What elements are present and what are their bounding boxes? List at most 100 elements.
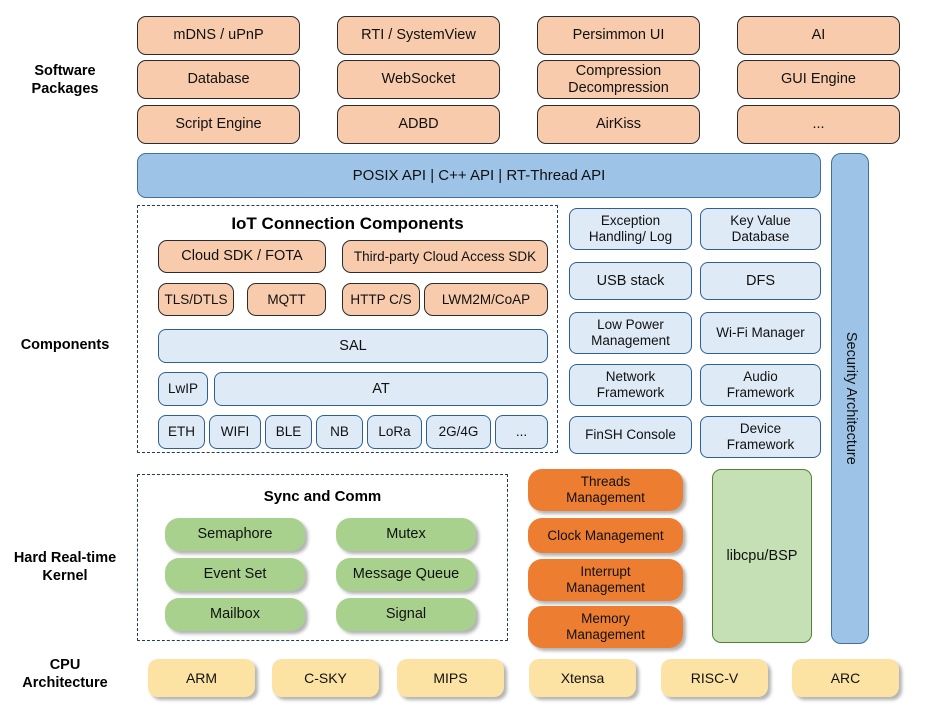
- package-persimmon-ui-label: Persimmon UI: [572, 27, 665, 44]
- component-finsh-console[interactable]: FinSH Console: [569, 416, 692, 454]
- iot-link-wifi[interactable]: WIFI: [209, 415, 261, 449]
- package-ai[interactable]: AI: [737, 16, 900, 55]
- component-exception-handling-line2: Handling/ Log: [588, 229, 673, 244]
- package-rti-systemview[interactable]: RTI / SystemView: [337, 16, 500, 55]
- component-exception-handling-line1: Exception: [600, 213, 661, 229]
- package-gui-engine-label: GUI Engine: [781, 71, 856, 88]
- kernel-threads-management[interactable]: Threads Management: [528, 469, 683, 511]
- security-architecture-bar[interactable]: Security Architecture: [831, 153, 869, 644]
- package-script-engine[interactable]: Script Engine: [137, 105, 300, 144]
- iot-link-lora[interactable]: LoRa: [367, 415, 422, 449]
- iot-at[interactable]: AT: [214, 372, 548, 406]
- iot-http-cs-label: HTTP C/S: [350, 291, 412, 307]
- kernel-event-set[interactable]: Event Set: [165, 558, 305, 591]
- iot-sal[interactable]: SAL: [158, 329, 548, 363]
- security-architecture-label: Security Architecture: [842, 332, 859, 465]
- component-key-value-database-line2: Database: [731, 229, 790, 244]
- component-exception-handling[interactable]: Exception Handling/ Log: [569, 208, 692, 250]
- iot-link-eth[interactable]: ETH: [158, 415, 205, 449]
- package-adbd[interactable]: ADBD: [337, 105, 500, 144]
- component-wifi-manager[interactable]: Wi-Fi Manager: [700, 312, 821, 354]
- cpu-arch-xtensa[interactable]: Xtensa: [529, 659, 636, 697]
- package-websocket[interactable]: WebSocket: [337, 60, 500, 99]
- iot-link-2g4g[interactable]: 2G/4G: [426, 415, 491, 449]
- iot-third-party-cloud-sdk[interactable]: Third-party Cloud Access SDK: [342, 240, 548, 273]
- package-mdns-upnp-label: mDNS / uPnP: [173, 27, 264, 44]
- kernel-threads-management-line1: Threads: [580, 474, 631, 490]
- package-more-label: ...: [812, 116, 825, 133]
- iot-mqtt[interactable]: MQTT: [247, 283, 326, 316]
- row-label-components: Components: [0, 336, 130, 354]
- kernel-semaphore[interactable]: Semaphore: [165, 518, 305, 551]
- cpu-arch-mips[interactable]: MIPS: [397, 659, 504, 697]
- cpu-arch-mips-label: MIPS: [433, 669, 468, 686]
- component-finsh-console-label: FinSH Console: [585, 427, 676, 443]
- iot-lwip-label: LwIP: [167, 381, 198, 397]
- kernel-clock-management[interactable]: Clock Management: [528, 518, 683, 553]
- api-bar[interactable]: POSIX API | C++ API | RT-Thread API: [137, 153, 821, 198]
- component-audio-framework-line2: Framework: [726, 385, 795, 400]
- component-low-power-management[interactable]: Low Power Management: [569, 312, 692, 354]
- component-key-value-database[interactable]: Key Value Database: [700, 208, 821, 250]
- iot-third-party-cloud-sdk-label: Third-party Cloud Access SDK: [353, 248, 537, 264]
- iot-cloud-sdk-fota-label: Cloud SDK / FOTA: [181, 248, 303, 265]
- iot-lwm2m-coap-label: LWM2M/CoAP: [441, 291, 531, 307]
- component-dfs[interactable]: DFS: [700, 262, 821, 300]
- cpu-arch-arc[interactable]: ARC: [792, 659, 899, 697]
- component-audio-framework-line1: Audio: [743, 369, 778, 385]
- iot-mqtt-label: MQTT: [267, 291, 306, 307]
- package-airkiss-label: AirKiss: [595, 116, 642, 133]
- libcpu-bsp-label: libcpu/BSP: [726, 547, 798, 564]
- package-ai-label: AI: [811, 27, 826, 44]
- package-mdns-upnp[interactable]: mDNS / uPnP: [137, 16, 300, 55]
- package-script-engine-label: Script Engine: [175, 116, 262, 133]
- iot-link-lora-label: LoRa: [378, 424, 411, 440]
- package-compression-line1: Compression: [575, 62, 662, 79]
- package-database-label: Database: [187, 71, 250, 88]
- component-network-framework[interactable]: Network Framework: [569, 364, 692, 406]
- iot-link-nb[interactable]: NB: [316, 415, 363, 449]
- iot-link-eth-label: ETH: [168, 424, 195, 440]
- iot-tls-dtls[interactable]: TLS/DTLS: [158, 283, 234, 316]
- kernel-clock-management-label: Clock Management: [547, 527, 664, 543]
- iot-http-cs[interactable]: HTTP C/S: [342, 283, 420, 316]
- component-device-framework[interactable]: Device Framework: [700, 416, 821, 458]
- kernel-mailbox[interactable]: Mailbox: [165, 598, 305, 631]
- component-usb-stack[interactable]: USB stack: [569, 262, 692, 300]
- component-network-framework-line1: Network: [605, 369, 656, 385]
- component-network-framework-line2: Framework: [596, 385, 665, 400]
- kernel-mutex-label: Mutex: [386, 526, 426, 543]
- kernel-message-queue[interactable]: Message Queue: [336, 558, 476, 591]
- kernel-event-set-label: Event Set: [203, 566, 267, 583]
- iot-group-title-label: IoT Connection Components: [231, 214, 464, 233]
- kernel-signal[interactable]: Signal: [336, 598, 476, 631]
- api-bar-label: POSIX API | C++ API | RT-Thread API: [352, 166, 606, 184]
- kernel-mutex[interactable]: Mutex: [336, 518, 476, 551]
- package-compression[interactable]: Compression Decompression: [537, 60, 700, 99]
- kernel-interrupt-management[interactable]: Interrupt Management: [528, 559, 683, 601]
- cpu-arch-xtensa-label: Xtensa: [560, 669, 605, 686]
- kernel-memory-management[interactable]: Memory Management: [528, 606, 683, 648]
- iot-connection-components-group: [137, 205, 558, 453]
- sync-and-comm-title-label: Sync and Comm: [263, 488, 382, 505]
- iot-link-more[interactable]: ...: [495, 415, 548, 449]
- cpu-arch-arc-label: ARC: [830, 669, 861, 686]
- package-gui-engine[interactable]: GUI Engine: [737, 60, 900, 99]
- iot-lwm2m-coap[interactable]: LWM2M/CoAP: [424, 283, 548, 316]
- cpu-arch-riscv[interactable]: RISC-V: [661, 659, 768, 697]
- component-low-power-line2: Management: [591, 333, 670, 348]
- package-airkiss[interactable]: AirKiss: [537, 105, 700, 144]
- package-database[interactable]: Database: [137, 60, 300, 99]
- package-persimmon-ui[interactable]: Persimmon UI: [537, 16, 700, 55]
- kernel-memory-management-line2: Management: [566, 627, 645, 642]
- iot-link-ble[interactable]: BLE: [265, 415, 312, 449]
- cpu-arch-arm[interactable]: ARM: [148, 659, 255, 697]
- component-audio-framework[interactable]: Audio Framework: [700, 364, 821, 406]
- component-low-power-line1: Low Power: [597, 317, 664, 333]
- libcpu-bsp[interactable]: libcpu/BSP: [712, 469, 812, 643]
- cpu-arch-csky[interactable]: C-SKY: [272, 659, 379, 697]
- iot-lwip[interactable]: LwIP: [158, 372, 208, 406]
- package-more[interactable]: ...: [737, 105, 900, 144]
- iot-link-nb-label: NB: [330, 424, 349, 440]
- iot-cloud-sdk-fota[interactable]: Cloud SDK / FOTA: [158, 240, 326, 273]
